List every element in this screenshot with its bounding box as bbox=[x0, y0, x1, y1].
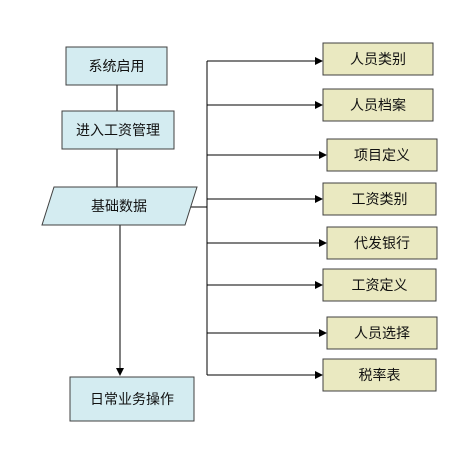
branch-label: 人员选择 bbox=[354, 326, 410, 342]
branch-label: 代发银行 bbox=[354, 236, 410, 252]
branch-wage-category: 工资类别 bbox=[322, 182, 437, 216]
branch-label: 项目定义 bbox=[354, 148, 410, 164]
branch-payroll-bank: 代发银行 bbox=[326, 226, 438, 260]
branch-connectors bbox=[207, 57, 327, 379]
node-enter-payroll: 进入工资管理 bbox=[61, 110, 175, 150]
branch-label: 人员档案 bbox=[350, 97, 406, 114]
branch-label: 工资定义 bbox=[352, 278, 408, 294]
branch-personnel-file: 人员档案 bbox=[322, 88, 434, 122]
branch-label: 工资类别 bbox=[352, 192, 408, 208]
node-basic-data: 基础数据 bbox=[41, 186, 198, 226]
branch-label: 人员类别 bbox=[350, 52, 406, 68]
node-enter-payroll-label: 进入工资管理 bbox=[76, 123, 160, 139]
node-daily-ops-label: 日常业务操作 bbox=[90, 392, 174, 408]
branch-personnel-selection: 人员选择 bbox=[326, 316, 438, 350]
node-basic-data-label: 基础数据 bbox=[91, 198, 147, 215]
node-daily-ops: 日常业务操作 bbox=[69, 376, 195, 422]
branch-tax-rate-table: 税率表 bbox=[322, 358, 437, 392]
branch-item-definition: 项目定义 bbox=[326, 138, 438, 172]
branch-wage-definition: 工资定义 bbox=[322, 268, 437, 302]
branch-label: 税率表 bbox=[359, 367, 401, 384]
branch-personnel-category: 人员类别 bbox=[322, 42, 434, 76]
node-system-start: 系统启用 bbox=[65, 46, 168, 86]
node-system-start-label: 系统启用 bbox=[89, 59, 145, 75]
